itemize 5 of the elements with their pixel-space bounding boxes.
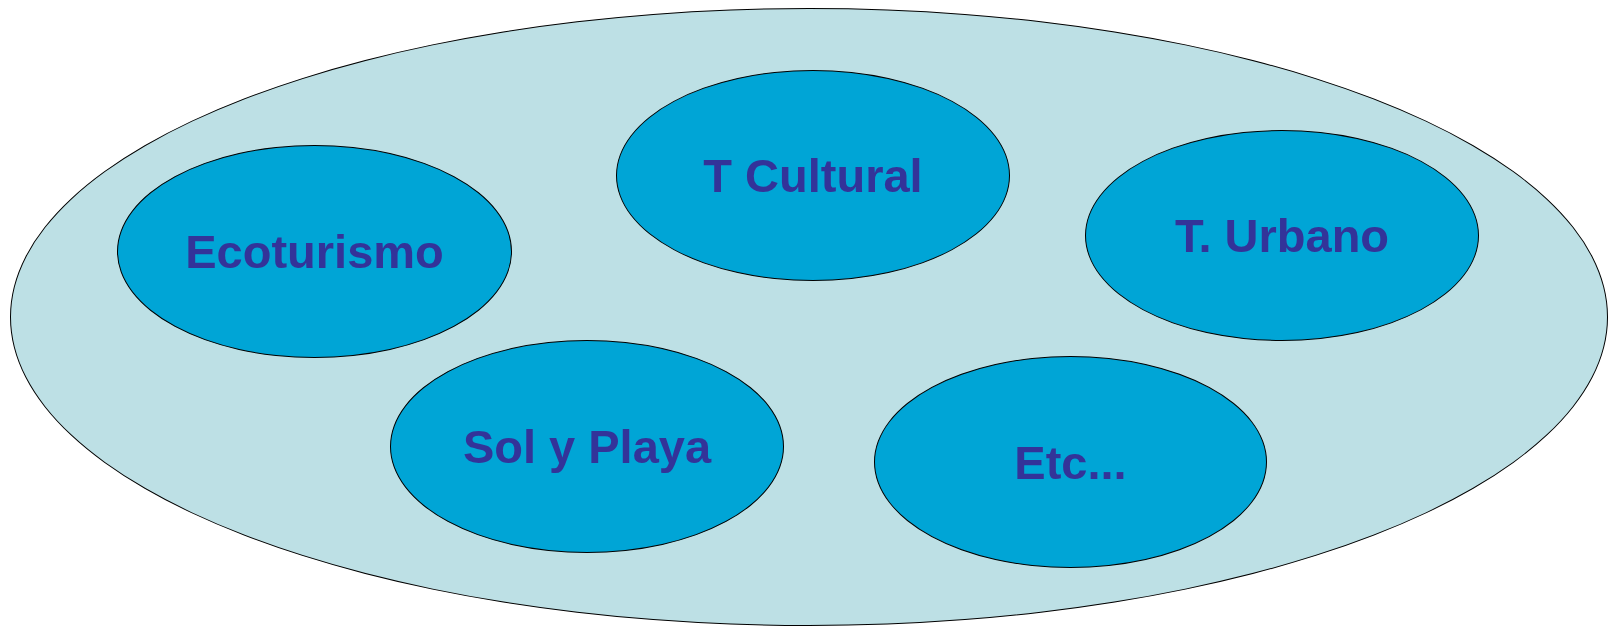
ellipse-label: T Cultural xyxy=(703,148,923,203)
ellipse-label: T. Urbano xyxy=(1174,208,1390,263)
ellipse-label: Sol y Playa xyxy=(462,419,712,474)
ellipse-label: Etc... xyxy=(1014,434,1127,490)
ellipse-label: Ecoturismo xyxy=(185,224,444,279)
